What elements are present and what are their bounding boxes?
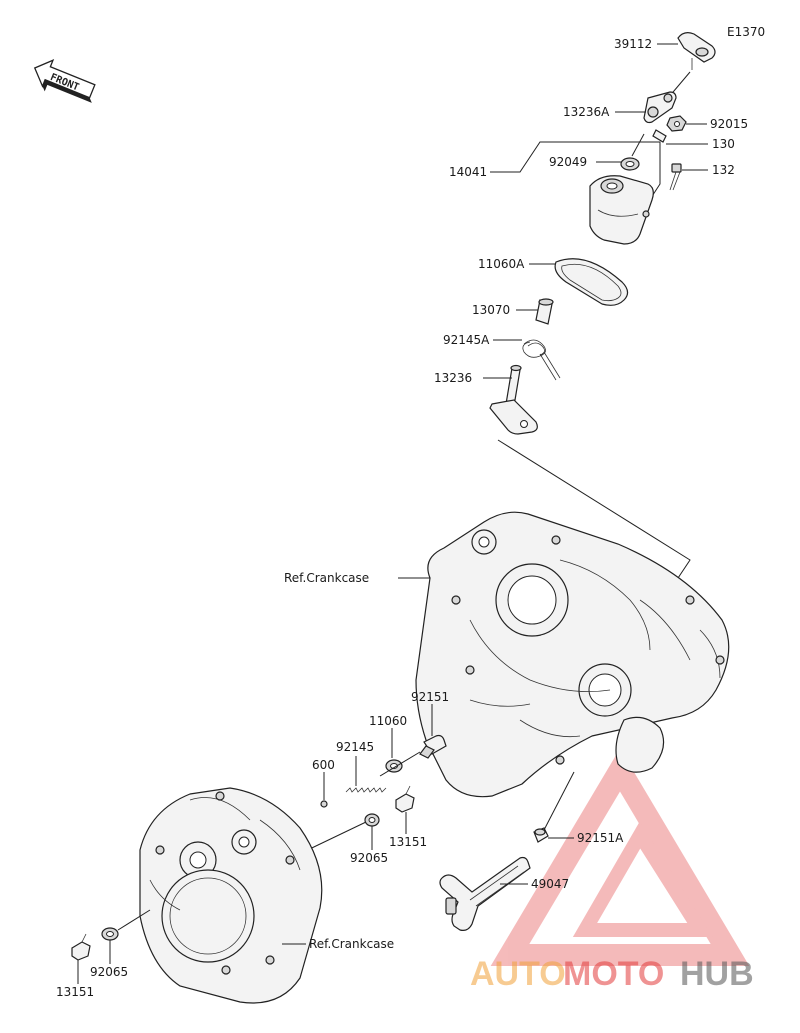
label-130: 130	[712, 137, 735, 151]
leader-92049-up	[631, 133, 645, 157]
part-39112-rod-end	[677, 32, 716, 70]
part-92145A-spring	[522, 339, 561, 381]
leader-washer-low-axis	[117, 909, 151, 931]
part-crankcase-lower	[139, 787, 323, 1004]
front-arrow-icon: FRONT	[33, 59, 96, 103]
label-ref-crankcase-lower: Ref.Crankcase	[309, 937, 394, 951]
label-600: 600	[312, 758, 335, 772]
label-92015: 92015	[710, 117, 748, 131]
part-92151A-plug	[533, 827, 549, 843]
label-13236A: 13236A	[563, 105, 610, 119]
part-92065-washer-low	[101, 927, 119, 941]
part-132-bolt	[669, 163, 682, 191]
label-92145A: 92145A	[443, 333, 490, 347]
label-92065-low: 92065	[90, 965, 128, 979]
label-11060: 11060	[369, 714, 407, 728]
part-crankcase-upper	[415, 511, 730, 798]
watermark-auto: AUTO	[470, 955, 566, 993]
label-92151A: 92151A	[577, 831, 624, 845]
watermark-hub: HUB	[680, 955, 754, 993]
part-49047-shift-drum	[439, 856, 531, 931]
watermark-triangle-icon	[490, 748, 750, 966]
watermark-moto: MOTO	[563, 955, 664, 993]
label-92065-mid: 92065	[350, 851, 388, 865]
label-11060A: 11060A	[478, 257, 525, 271]
label-13151-low: 13151	[56, 985, 94, 999]
label-ref-crankcase-upper: Ref.Crankcase	[284, 571, 369, 585]
part-92065-washer-mid	[364, 813, 380, 827]
leader-spring-axis	[379, 751, 421, 777]
part-11060-washer	[385, 759, 403, 773]
bracket-14041	[490, 141, 661, 231]
part-13236-shift-shaft	[489, 364, 538, 435]
part-13151-switch-mid	[395, 785, 415, 813]
part-92015-nut	[666, 115, 687, 132]
label-14041: 14041	[449, 165, 487, 179]
part-600-ball	[320, 800, 328, 808]
watermark-logo	[490, 748, 750, 966]
label-13070: 13070	[472, 303, 510, 317]
diagram-code: E1370	[727, 25, 765, 39]
part-13236A-lever	[643, 91, 677, 124]
part-13070-bushing	[535, 298, 554, 325]
part-130-bolt	[652, 129, 667, 143]
part-14041-cover	[589, 175, 654, 245]
label-92049: 92049	[549, 155, 587, 169]
part-92145-spring	[345, 787, 387, 793]
part-13151-switch-low	[71, 933, 91, 961]
label-39112: 39112	[614, 37, 652, 51]
watermark-wordmark: AUTO MOTO HUB	[470, 955, 754, 993]
part-11060A-gasket	[554, 258, 629, 306]
label-132: 132	[712, 163, 735, 177]
leader-92151A-up	[543, 771, 575, 831]
part-92049-seal	[620, 157, 640, 171]
label-13151-mid: 13151	[389, 835, 427, 849]
label-13236: 13236	[434, 371, 472, 385]
watermark-inner-triangle-icon	[572, 821, 713, 937]
label-92151: 92151	[411, 690, 449, 704]
part-92151-plug	[419, 734, 447, 759]
label-92145: 92145	[336, 740, 374, 754]
label-49047: 49047	[531, 877, 569, 891]
